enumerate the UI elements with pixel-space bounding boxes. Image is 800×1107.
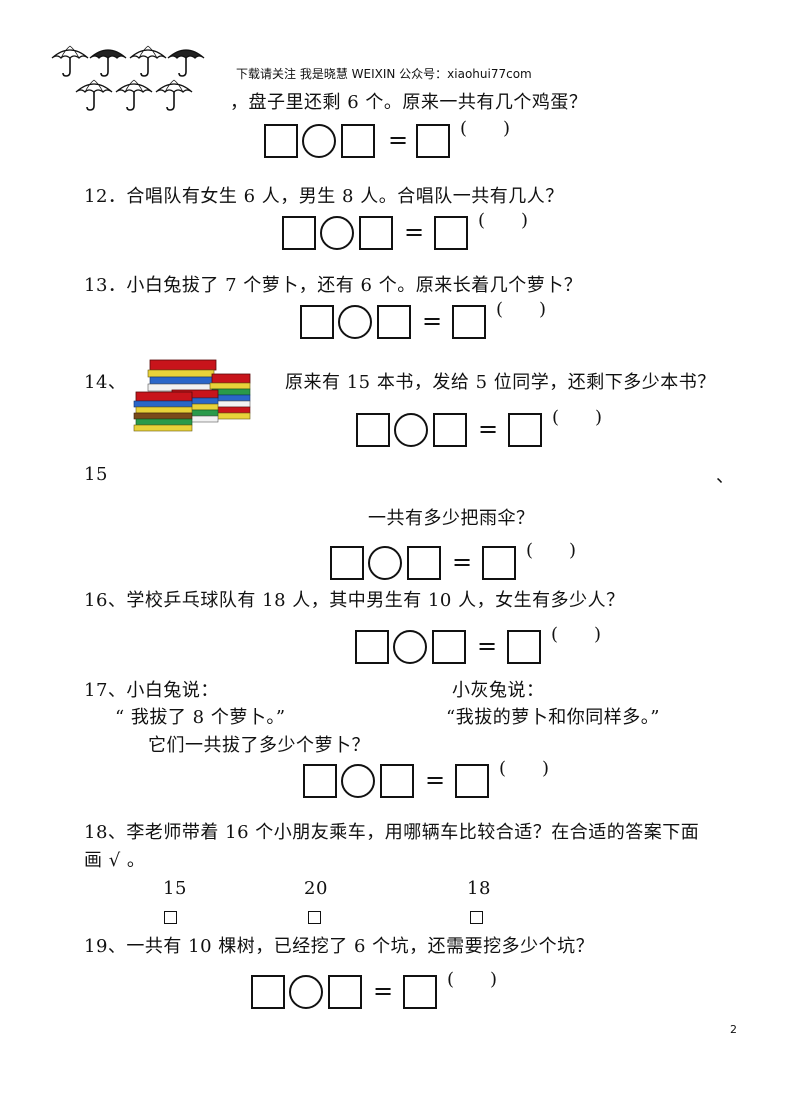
equals-sign: = bbox=[404, 218, 425, 246]
answer-box[interactable] bbox=[341, 124, 375, 158]
unit-paren[interactable]: ( ) bbox=[478, 210, 529, 231]
problem-12-text: 12．合唱队有女生 6 人，男生 8 人。合唱队一共有几人？ bbox=[84, 186, 564, 207]
equals-sign: = bbox=[425, 766, 446, 794]
option-18-label: 18 bbox=[467, 878, 491, 899]
answer-box[interactable] bbox=[300, 305, 334, 339]
unit-paren[interactable]: ( ) bbox=[526, 540, 577, 561]
page-number: 2 bbox=[730, 1023, 737, 1036]
problem-18-line2: 画 √ 。 bbox=[84, 850, 146, 871]
equals-sign: = bbox=[373, 977, 394, 1005]
problem-17-quote-left: “ 我拔了 8 个萝卜。” bbox=[115, 707, 286, 728]
answer-box[interactable] bbox=[356, 413, 390, 447]
answer-box[interactable] bbox=[432, 630, 466, 664]
books-icon bbox=[133, 359, 251, 432]
result-box[interactable] bbox=[482, 546, 516, 580]
operator-circle[interactable] bbox=[341, 764, 375, 798]
umbrella-icon bbox=[115, 79, 153, 111]
option-15-label: 15 bbox=[163, 878, 187, 899]
operator-circle[interactable] bbox=[302, 124, 336, 158]
umbrella-icon bbox=[155, 79, 193, 111]
answer-box[interactable] bbox=[328, 975, 362, 1009]
result-box[interactable] bbox=[434, 216, 468, 250]
option-20-checkbox[interactable] bbox=[308, 911, 321, 924]
answer-box[interactable] bbox=[303, 764, 337, 798]
umbrella-icon bbox=[167, 49, 205, 77]
problem-15-text: 一共有多少把雨伞？ bbox=[368, 508, 535, 529]
equals-sign: = bbox=[478, 415, 499, 443]
problem-19-text: 19、一共有 10 棵树，已经挖了 6 个坑，还需要挖多少个坑？ bbox=[84, 936, 595, 957]
problem-11-text: ，盘子里还剩 6 个。原来一共有几个鸡蛋？ bbox=[230, 92, 588, 113]
problem-17-quote-right: “我拔的萝卜和你同样多。” bbox=[446, 707, 660, 728]
unit-paren[interactable]: ( ) bbox=[496, 299, 547, 320]
umbrella-icon bbox=[51, 45, 89, 77]
unit-paren[interactable]: ( ) bbox=[460, 118, 511, 139]
equals-sign: = bbox=[422, 307, 443, 335]
answer-box[interactable] bbox=[377, 305, 411, 339]
problem-17-question: 它们一共拔了多少个萝卜？ bbox=[148, 735, 370, 756]
option-15-checkbox[interactable] bbox=[164, 911, 177, 924]
result-box[interactable] bbox=[416, 124, 450, 158]
unit-paren[interactable]: ( ) bbox=[551, 624, 602, 645]
problem-14-text: 原来有 15 本书，发给 5 位同学，还剩下多少本书？ bbox=[285, 372, 716, 393]
problem-15-mark: 、 bbox=[716, 466, 735, 487]
unit-paren[interactable]: ( ) bbox=[552, 407, 603, 428]
problem-15-number: 15 bbox=[84, 464, 108, 485]
result-box[interactable] bbox=[455, 764, 489, 798]
problem-16-text: 16、学校乒乓球队有 18 人，其中男生有 10 人，女生有多少人？ bbox=[84, 590, 625, 611]
option-18-checkbox[interactable] bbox=[470, 911, 483, 924]
umbrellas-illustration bbox=[51, 45, 205, 111]
operator-circle[interactable] bbox=[368, 546, 402, 580]
unit-paren[interactable]: ( ) bbox=[447, 969, 498, 990]
answer-box[interactable] bbox=[359, 216, 393, 250]
result-box[interactable] bbox=[452, 305, 486, 339]
operator-circle[interactable] bbox=[338, 305, 372, 339]
answer-box[interactable] bbox=[330, 546, 364, 580]
problem-14-number: 14、 bbox=[84, 372, 127, 393]
problem-18-line1: 18、李老师带着 16 个小朋友乘车，用哪辆车比较合适？在合适的答案下面 bbox=[84, 822, 700, 843]
result-box[interactable] bbox=[507, 630, 541, 664]
umbrella-icon bbox=[75, 79, 113, 111]
problem-17-label-right: 小灰兔说： bbox=[452, 680, 545, 701]
umbrella-icon bbox=[89, 49, 127, 77]
result-box[interactable] bbox=[508, 413, 542, 447]
answer-box[interactable] bbox=[380, 764, 414, 798]
problem-13-text: 13．小白兔拔了 7 个萝卜，还有 6 个。原来长着几个萝卜？ bbox=[84, 275, 583, 296]
answer-box[interactable] bbox=[282, 216, 316, 250]
header-note: 下载请关注 我是晓慧 WEIXIN 公众号：xiaohui77com bbox=[236, 67, 532, 81]
equals-sign: = bbox=[477, 632, 498, 660]
umbrella-icon bbox=[129, 45, 167, 77]
option-20-label: 20 bbox=[304, 878, 328, 899]
problem-17-label-left: 17、小白兔说： bbox=[84, 680, 219, 701]
answer-box[interactable] bbox=[251, 975, 285, 1009]
operator-circle[interactable] bbox=[393, 630, 427, 664]
answer-box[interactable] bbox=[264, 124, 298, 158]
equals-sign: = bbox=[388, 126, 409, 154]
answer-box[interactable] bbox=[355, 630, 389, 664]
answer-box[interactable] bbox=[407, 546, 441, 580]
answer-box[interactable] bbox=[433, 413, 467, 447]
unit-paren[interactable]: ( ) bbox=[499, 758, 550, 779]
equals-sign: = bbox=[452, 548, 473, 576]
result-box[interactable] bbox=[403, 975, 437, 1009]
operator-circle[interactable] bbox=[289, 975, 323, 1009]
operator-circle[interactable] bbox=[394, 413, 428, 447]
operator-circle[interactable] bbox=[320, 216, 354, 250]
